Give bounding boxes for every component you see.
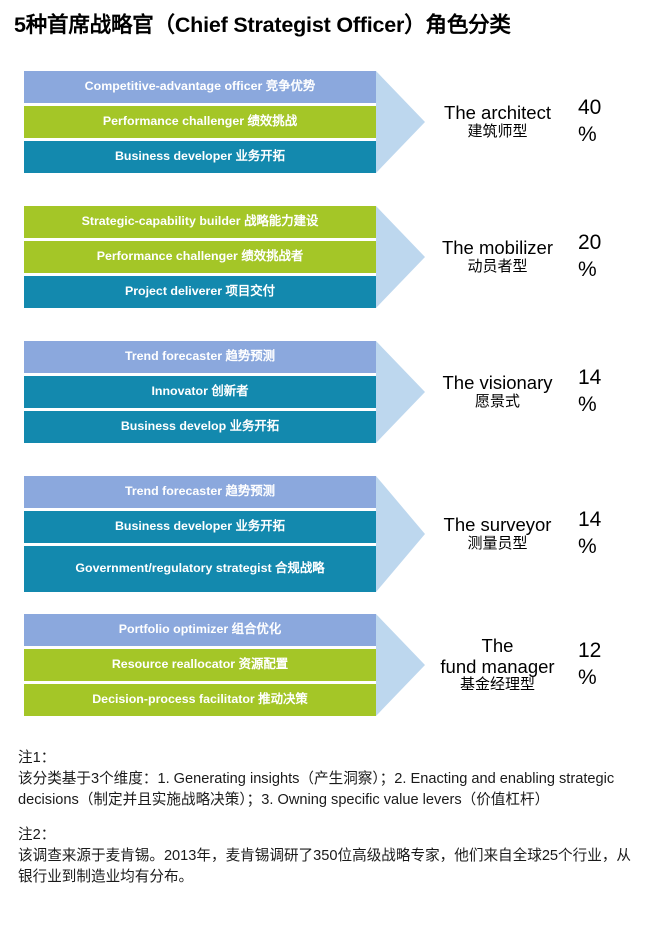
note-1: 注1： 该分类基于3个维度：1. Generating insights（产生洞… — [18, 748, 636, 811]
page-title: 5种首席战略官（Chief Strategist Officer）角色分类 — [14, 13, 511, 37]
role-bar[interactable]: Portfolio optimizer 组合优化 — [24, 614, 376, 646]
role-bar[interactable]: Performance challenger 绩效挑战 — [24, 106, 376, 138]
percentage-symbol: % — [578, 665, 597, 689]
percentage-symbol: % — [578, 534, 597, 558]
role-bar[interactable]: Strategic-capability builder 战略能力建设 — [24, 206, 376, 238]
percentage-value: 14 — [578, 508, 602, 531]
percentage-symbol: % — [578, 257, 597, 281]
role-percentage: 14% — [578, 507, 638, 561]
note-2-heading: 注2： — [18, 827, 56, 843]
role-label-cn: 建筑师型 — [467, 122, 528, 140]
note-2-body: 该调查来源于麦肯锡。2013年，麦肯锡调研了350位高级战略专家，他们来自全球2… — [18, 848, 632, 885]
percentage-symbol: % — [578, 122, 597, 146]
note-1-body: 该分类基于3个维度：1. Generating insights（产生洞察）；2… — [18, 771, 615, 808]
role-bar[interactable]: Project deliverer 项目交付 — [24, 276, 376, 308]
role-bar[interactable]: Trend forecaster 趋势预测 — [24, 341, 376, 373]
role-label-cn: 测量员型 — [467, 534, 528, 552]
note-2: 注2： 该调查来源于麦肯锡。2013年，麦肯锡调研了350位高级战略专家，他们来… — [18, 825, 636, 888]
role-label-cn: 动员者型 — [467, 257, 528, 275]
role-label-cn: 愿景式 — [474, 392, 520, 410]
role-label-en: The mobilizer — [441, 237, 554, 258]
role-label-en: The architect — [444, 102, 551, 123]
role-bar[interactable]: Innovator 创新者 — [24, 376, 376, 408]
role-label-cn: 基金经理型 — [459, 676, 535, 694]
role-bar[interactable]: Business develop 业务开拓 — [24, 411, 376, 443]
arrow-right-icon — [376, 614, 428, 716]
role-bar[interactable]: Government/regulatory strategist 合规战略 — [24, 546, 376, 592]
percentage-value: 14 — [578, 366, 602, 389]
percentage-value: 20 — [578, 231, 602, 254]
role-percentage: 20% — [578, 230, 638, 284]
role-bar[interactable]: Business developer 业务开拓 — [24, 141, 376, 173]
role-percentage: 12% — [578, 638, 638, 692]
role-label-en: The surveyor — [443, 514, 552, 535]
arrow-right-icon — [376, 341, 428, 443]
role-bar[interactable]: Business developer 业务开拓 — [24, 511, 376, 543]
arrow-right-icon — [376, 71, 428, 173]
arrow-right-icon — [376, 206, 428, 308]
role-bar[interactable]: Trend forecaster 趋势预测 — [24, 476, 376, 508]
percentage-value: 40 — [578, 96, 602, 119]
footnotes: 注1： 该分类基于3个维度：1. Generating insights（产生洞… — [18, 748, 636, 902]
role-label-en: The fund manager — [440, 635, 555, 677]
role-bar[interactable]: Competitive-advantage officer 竞争优势 — [24, 71, 376, 103]
role-percentage: 14% — [578, 365, 638, 419]
role-bar[interactable]: Performance challenger 绩效挑战者 — [24, 241, 376, 273]
note-1-heading: 注1： — [18, 750, 56, 766]
role-bar[interactable]: Decision-process facilitator 推动决策 — [24, 684, 376, 716]
role-percentage: 40% — [578, 95, 638, 149]
arrow-right-icon — [376, 476, 428, 592]
role-label-en: The visionary — [442, 372, 553, 393]
percentage-symbol: % — [578, 392, 597, 416]
percentage-value: 12 — [578, 639, 602, 662]
role-bar[interactable]: Resource reallocator 资源配置 — [24, 649, 376, 681]
